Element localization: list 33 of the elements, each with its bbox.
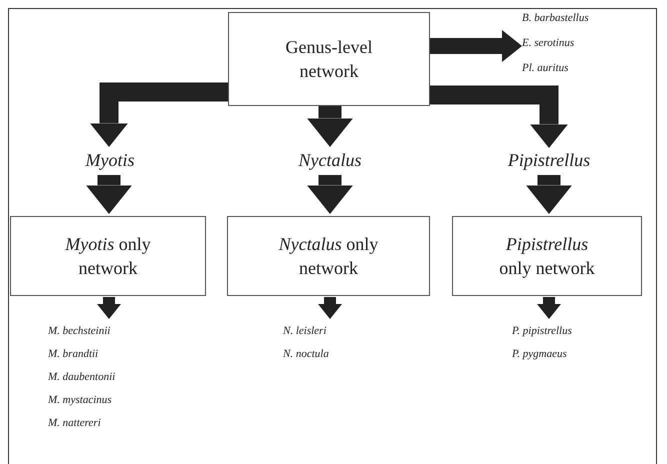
block-arrow xyxy=(318,297,342,319)
process-box xyxy=(228,12,430,106)
process-box xyxy=(10,216,206,296)
box-label: Myotis only network xyxy=(64,232,152,280)
species-name: E. serotinus xyxy=(522,36,574,51)
block-arrow xyxy=(537,297,561,319)
species-name: N. leisleri xyxy=(283,324,326,339)
species-name: P. pygmaeus xyxy=(512,347,567,362)
species-name: B. barbastellus xyxy=(522,11,589,26)
block-arrow xyxy=(430,86,568,148)
block-arrow xyxy=(307,106,353,147)
genus-label: Nyctalus xyxy=(297,150,362,171)
species-name: M. mystacinus xyxy=(48,393,112,408)
box-label: Pipistrellus only network xyxy=(498,232,596,280)
block-arrow xyxy=(90,82,228,147)
genus-label: Pipistrellus xyxy=(506,150,592,171)
block-arrow xyxy=(430,30,522,62)
species-name: N. noctula xyxy=(283,347,329,362)
process-box xyxy=(227,216,430,296)
box-label: Nyctalus only network xyxy=(278,232,380,280)
block-arrow xyxy=(526,175,572,214)
block-arrow xyxy=(97,297,121,319)
box-label: Genus-level network xyxy=(284,36,374,83)
block-arrow xyxy=(86,175,132,214)
species-name: M. brandtii xyxy=(48,347,98,362)
species-name: P. pipistrellus xyxy=(512,324,572,339)
species-name: M. nattereri xyxy=(48,416,101,431)
block-arrow xyxy=(307,175,353,214)
species-name: M. bechsteinii xyxy=(48,324,110,339)
species-name: Pl. auritus xyxy=(522,61,568,76)
genus-label: Myotis xyxy=(84,150,136,171)
process-box xyxy=(452,216,642,296)
species-name: M. daubentonii xyxy=(48,370,116,385)
